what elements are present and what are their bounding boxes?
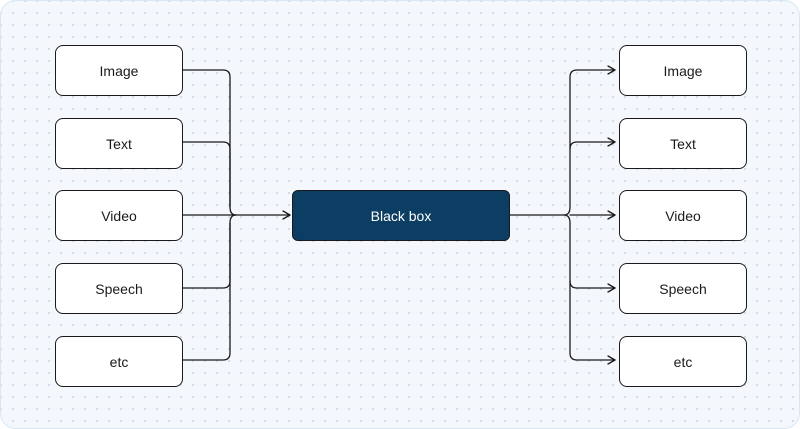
output-node-speech: Speech xyxy=(619,263,747,314)
black-box-node: Black box xyxy=(292,190,510,241)
input-connector-etc xyxy=(182,214,237,361)
input-node-label: Text xyxy=(106,135,132,152)
output-node-label: Text xyxy=(670,135,696,152)
input-node-label: Speech xyxy=(95,280,143,297)
output-connector-speech xyxy=(569,280,616,293)
output-node-label: Image xyxy=(663,62,703,79)
input-node-video: Video xyxy=(55,190,183,241)
input-connector-image xyxy=(182,69,237,216)
output-connector-text xyxy=(569,137,616,150)
input-node-text: Text xyxy=(55,118,183,169)
input-node-label: Video xyxy=(101,207,137,224)
output-connector-etc xyxy=(563,214,616,365)
input-node-speech: Speech xyxy=(55,263,183,314)
input-node-label: Image xyxy=(99,62,139,79)
output-node-label: Speech xyxy=(659,280,707,297)
output-connector-image xyxy=(563,65,616,216)
output-node-image: Image xyxy=(619,45,747,96)
output-node-text: Text xyxy=(619,118,747,169)
input-connector-text xyxy=(182,141,231,208)
input-node-label: etc xyxy=(109,353,129,370)
output-node-label: Video xyxy=(665,207,701,224)
input-node-etc: etc xyxy=(55,336,183,387)
output-node-video: Video xyxy=(619,190,747,241)
input-node-image: Image xyxy=(55,45,183,96)
output-node-etc: etc xyxy=(619,336,747,387)
black-box-label: Black box xyxy=(370,207,432,224)
input-connector-speech xyxy=(182,222,231,289)
output-node-label: etc xyxy=(673,353,693,370)
